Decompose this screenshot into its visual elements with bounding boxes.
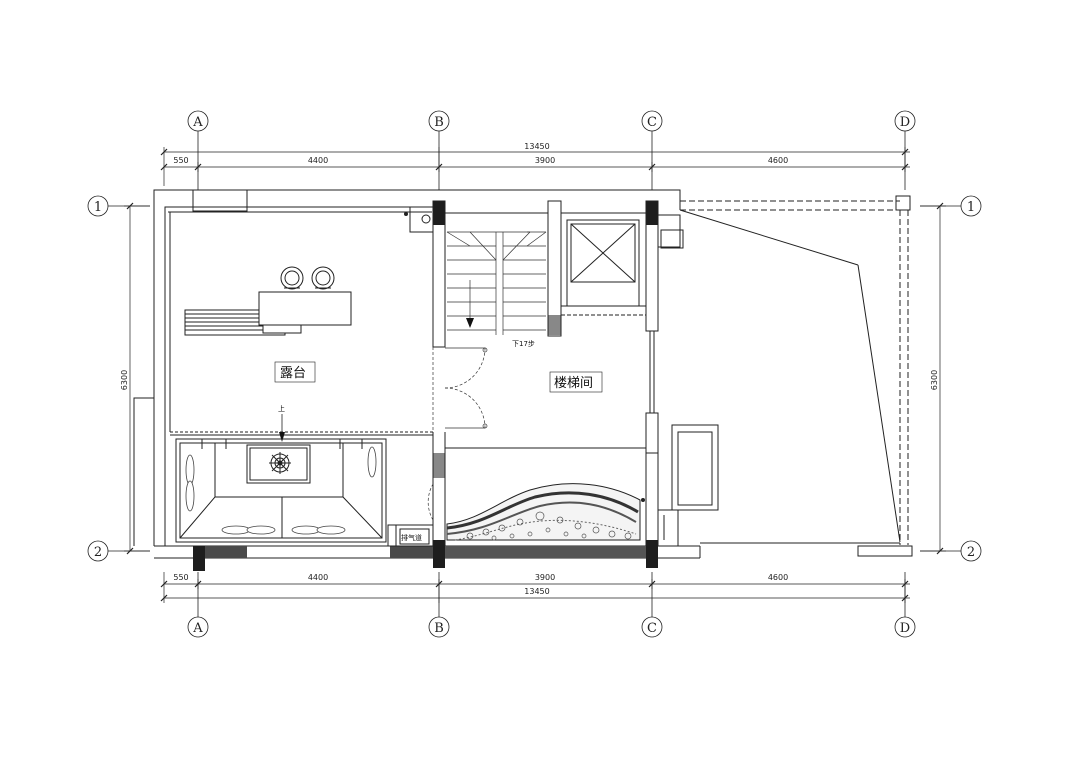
column-c2 <box>646 540 658 568</box>
stair-arrow <box>466 318 474 328</box>
room-label-exhaust: 排气道 <box>401 533 422 542</box>
cushions <box>185 446 377 535</box>
stairwell-right-wall <box>649 214 719 547</box>
dim-top-total: 13450 <box>524 142 549 151</box>
dim-top-550: 550 <box>173 156 188 165</box>
axis-label-a-top: A <box>192 115 203 130</box>
dim-top-4600: 4600 <box>768 156 788 165</box>
ornament-icon <box>269 452 291 474</box>
doors <box>427 347 488 521</box>
dimension-texts: 13450 550 4400 3900 4600 550 4400 3900 4… <box>120 142 939 596</box>
landscape-feature <box>404 212 645 541</box>
axis-label-d-bottom: D <box>900 621 910 636</box>
room-labels: 露台 楼梯间 排气道 <box>274 361 603 542</box>
column-a2 <box>193 546 205 571</box>
axis-label-c-bottom: C <box>647 621 657 636</box>
axis-label-2-right: 2 <box>967 545 975 560</box>
column-b1 <box>433 201 445 225</box>
stairs-down-label: 下17步 <box>512 340 535 348</box>
dim-left-height: 6300 <box>120 370 129 390</box>
elevator-shaft <box>561 219 646 316</box>
dim-right-height: 6300 <box>930 370 939 390</box>
dim-bottom-4600: 4600 <box>768 573 788 582</box>
columns <box>193 201 658 571</box>
axis-label-b-bottom: B <box>434 621 444 636</box>
axis-labels: A B C D A B C D 1 2 1 2 <box>94 115 975 636</box>
dim-top-4400: 4400 <box>308 156 328 165</box>
stair-flight <box>446 231 547 335</box>
axis-label-1-right: 1 <box>967 200 975 215</box>
up-arrow <box>279 414 285 442</box>
axis-label-a-bottom: A <box>192 621 203 636</box>
axis-label-d-top: D <box>900 115 910 130</box>
dim-bottom-total: 13450 <box>524 587 549 596</box>
column-b2 <box>433 540 445 568</box>
dim-bottom-550: 550 <box>173 573 188 582</box>
bar-counter <box>184 291 352 336</box>
column-c1 <box>646 201 658 225</box>
lounge-seating <box>175 438 387 543</box>
dim-bottom-4400: 4400 <box>308 573 328 582</box>
bar-stools <box>280 266 335 290</box>
axis-label-c-top: C <box>647 115 657 130</box>
dim-top-3900: 3900 <box>535 156 555 165</box>
stairwell-walls <box>170 200 659 546</box>
axis-label-2-left: 2 <box>94 545 102 560</box>
room-label-stairwell: 楼梯间 <box>554 376 593 391</box>
room-label-terrace: 露台 <box>280 366 306 381</box>
wall-fills <box>205 315 646 558</box>
annotation-labels: 下17步 上 <box>278 340 535 413</box>
axis-label-1-left: 1 <box>94 200 102 215</box>
up-label: 上 <box>278 404 285 413</box>
axis-label-b-top: B <box>434 115 444 130</box>
dim-bottom-3900: 3900 <box>535 573 555 582</box>
dimension-ticks <box>126 148 944 602</box>
exhaust-shaft-box <box>387 524 434 547</box>
